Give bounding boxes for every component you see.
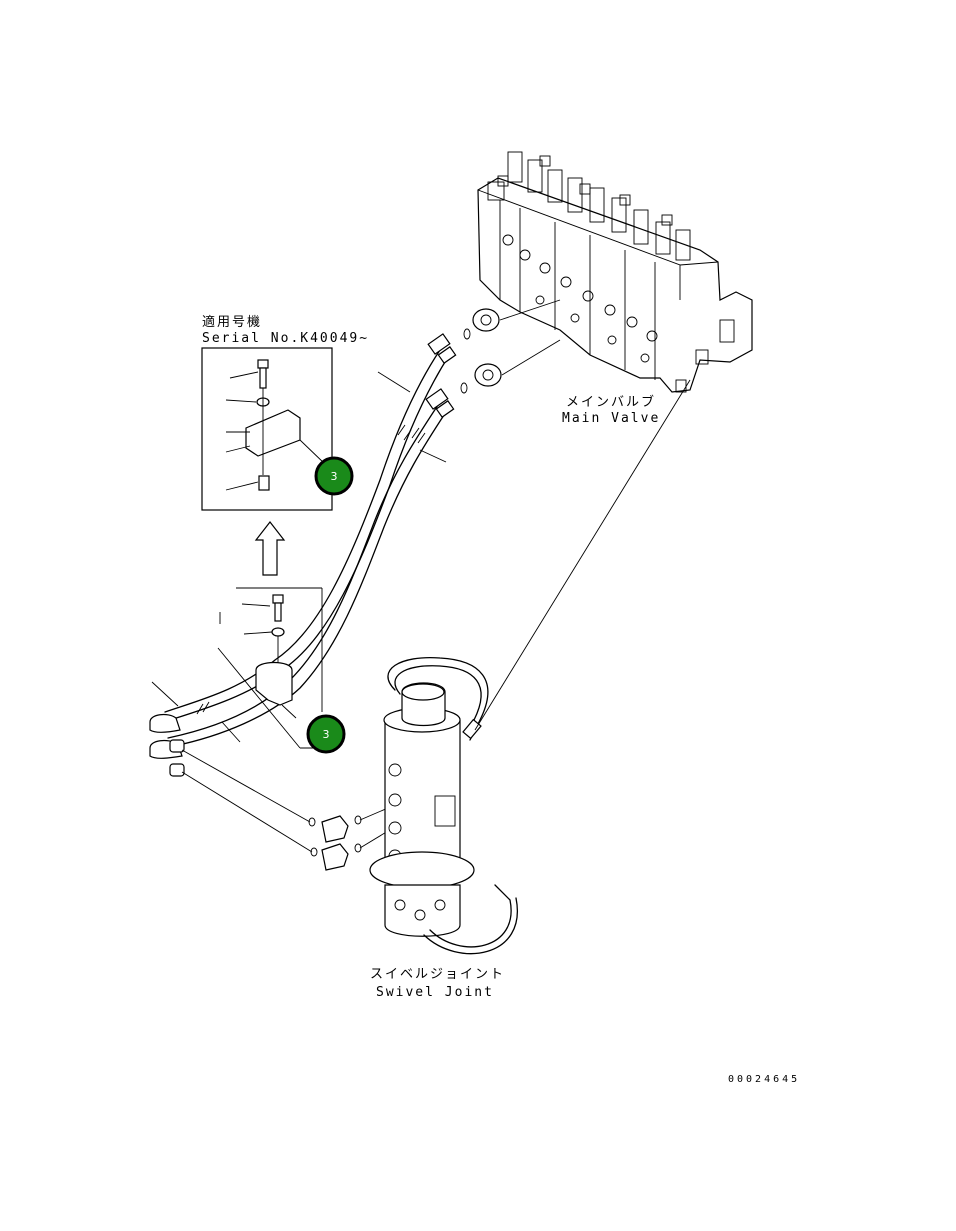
clamp-detail [151,371,447,749]
inset-header-en: Serial No.K40049~ [202,331,369,346]
callout-badge[interactable]: 3 [314,456,354,496]
hose-upper [164,349,451,721]
flange-upper [472,308,500,332]
callout-badge-label: 3 [323,728,330,741]
elbow-fittings [308,815,362,871]
flange-lower [474,363,502,387]
swivel-joint-label-en: Swivel Joint [376,985,494,1000]
swivel-joint [369,656,519,955]
inset-header-jp: 適用号機 [202,314,262,330]
main-valve [477,151,753,393]
inset-box [201,347,333,511]
hose-fittings-valve [425,333,457,418]
leader-valve-swivel [474,379,691,731]
hose-fittings-swivel [149,713,185,777]
o-rings-valve [460,328,471,394]
drawing-number: 00024645 [728,1074,800,1085]
swivel-joint-label-jp: スイベルジョイント [370,967,505,982]
hose-lower [167,404,447,747]
main-valve-label-en: Main Valve [562,411,660,426]
arrow-up-icon [254,521,286,576]
callout-badge-label: 3 [331,470,338,483]
main-valve-label-jp: メインバルブ [566,394,656,410]
callout-badge[interactable]: 3 [306,714,346,754]
